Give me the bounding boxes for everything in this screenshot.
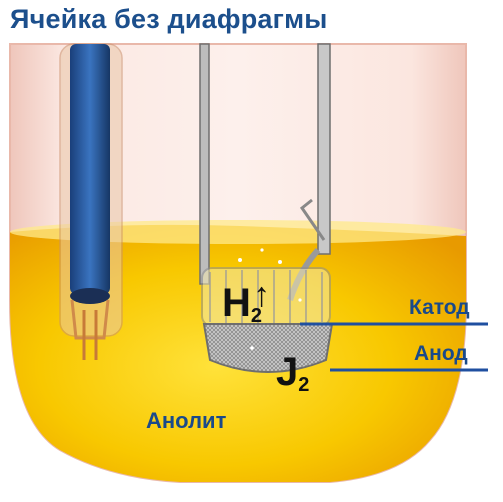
cathode-lead — [199, 43, 210, 285]
gas-escape-arrow-icon: ↑ — [253, 276, 270, 314]
anode-lead — [317, 43, 331, 255]
hydrogen-formula: H2 — [222, 283, 262, 326]
iodine-symbol: J — [276, 350, 299, 394]
iodine-subscript: 2 — [298, 374, 310, 396]
liquid-surface — [10, 220, 466, 244]
hydrogen-symbol: H — [222, 281, 251, 325]
diagram-title: Ячейка без диафрагмы — [10, 4, 328, 34]
anode-label: Анод — [414, 342, 468, 365]
anode-mesh-basket — [202, 323, 334, 373]
hydrogen-subscript: 2 — [250, 305, 263, 327]
anolyte-label: Анолит — [146, 408, 227, 433]
left-electrode-rod — [70, 44, 110, 294]
iodine-formula: J2 — [276, 352, 309, 395]
cathode-label: Катод — [409, 296, 470, 319]
